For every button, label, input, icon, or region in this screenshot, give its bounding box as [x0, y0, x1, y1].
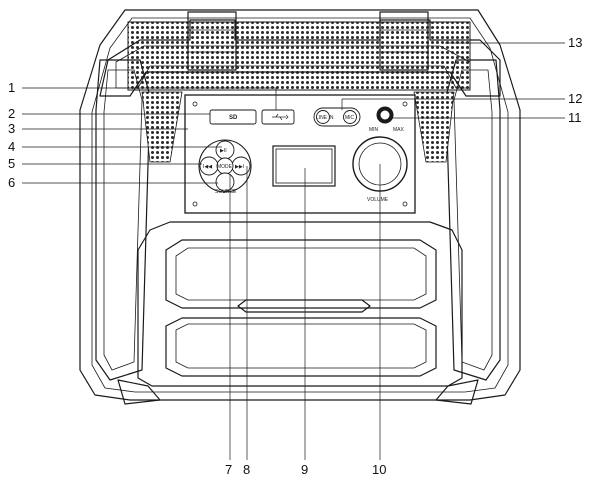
- callout-leaders: [22, 42, 565, 460]
- callout-9: 9: [301, 462, 308, 477]
- mic-jack[interactable]: [343, 110, 357, 124]
- right-side-frame: [445, 59, 501, 381]
- inner-shell: [91, 17, 509, 393]
- source-label: SOURCE: [215, 189, 237, 195]
- lower-bar-inner: [175, 323, 427, 369]
- line-in-jack[interactable]: [316, 110, 330, 124]
- previous-icon: I◀◀: [203, 164, 212, 170]
- sd-card-slot[interactable]: [209, 109, 257, 125]
- callout-13: 13: [568, 35, 582, 50]
- source-button[interactable]: [215, 172, 235, 192]
- center-slot: [237, 299, 371, 313]
- sd-card-label: SD: [229, 115, 238, 121]
- upper-bar: [165, 239, 437, 309]
- callout-10: 10: [372, 462, 386, 477]
- callout-8: 8: [243, 462, 250, 477]
- outer-shell: [79, 9, 521, 401]
- upper-bar-inner: [175, 247, 427, 301]
- callout-3: 3: [8, 121, 15, 136]
- panel-screw: [192, 101, 198, 107]
- right-side-frame-inner: [453, 69, 493, 371]
- carry-handle: [99, 19, 501, 97]
- led-display: [272, 145, 336, 187]
- mode-label: MODE: [217, 164, 233, 170]
- control-panel: SD LINE IN MIC MIN MAX ▶II I◀◀ ▶▶I MODE …: [184, 94, 416, 214]
- line-in-label: LINE IN: [316, 115, 334, 121]
- callout-2: 2: [8, 106, 15, 121]
- panel-screw: [402, 201, 408, 207]
- callout-5: 5: [8, 156, 15, 171]
- right-side-grille: [413, 91, 455, 163]
- callout-12: 12: [568, 91, 582, 106]
- mic-volume-min-label: MIN: [369, 127, 379, 133]
- lower-bar: [165, 317, 437, 377]
- left-side-frame: [95, 59, 151, 381]
- handle-clamp-left: [187, 11, 237, 71]
- left-side-grille: [141, 91, 183, 163]
- right-foot: [435, 379, 479, 405]
- panel-screw: [192, 201, 198, 207]
- speaker-body: [79, 9, 521, 405]
- lower-front-frame: [137, 221, 463, 387]
- panel-screw: [402, 101, 408, 107]
- mic-label: MIC: [345, 115, 355, 121]
- mic-volume-knob-cap: [380, 110, 390, 120]
- led-display-inner: [275, 148, 333, 184]
- left-foot: [117, 379, 161, 405]
- left-side-frame-inner: [103, 69, 143, 371]
- callout-1: 1: [8, 80, 15, 95]
- play-pause-icon: ▶II: [220, 148, 227, 154]
- volume-label: VOLUME: [367, 197, 389, 203]
- next-icon: ▶▶I: [235, 164, 244, 170]
- handle-clamp-right: [379, 11, 429, 71]
- callout-labels: 1 2 3 4 5 6 7 8 9 10 11 12 13: [8, 35, 582, 477]
- top-grille: [127, 21, 471, 91]
- callout-7: 7: [225, 462, 232, 477]
- usb-icon: [272, 113, 289, 121]
- mic-volume-max-label: MAX: [393, 127, 405, 133]
- callout-11: 11: [568, 110, 582, 125]
- callout-4: 4: [8, 139, 15, 154]
- callout-6: 6: [8, 175, 15, 190]
